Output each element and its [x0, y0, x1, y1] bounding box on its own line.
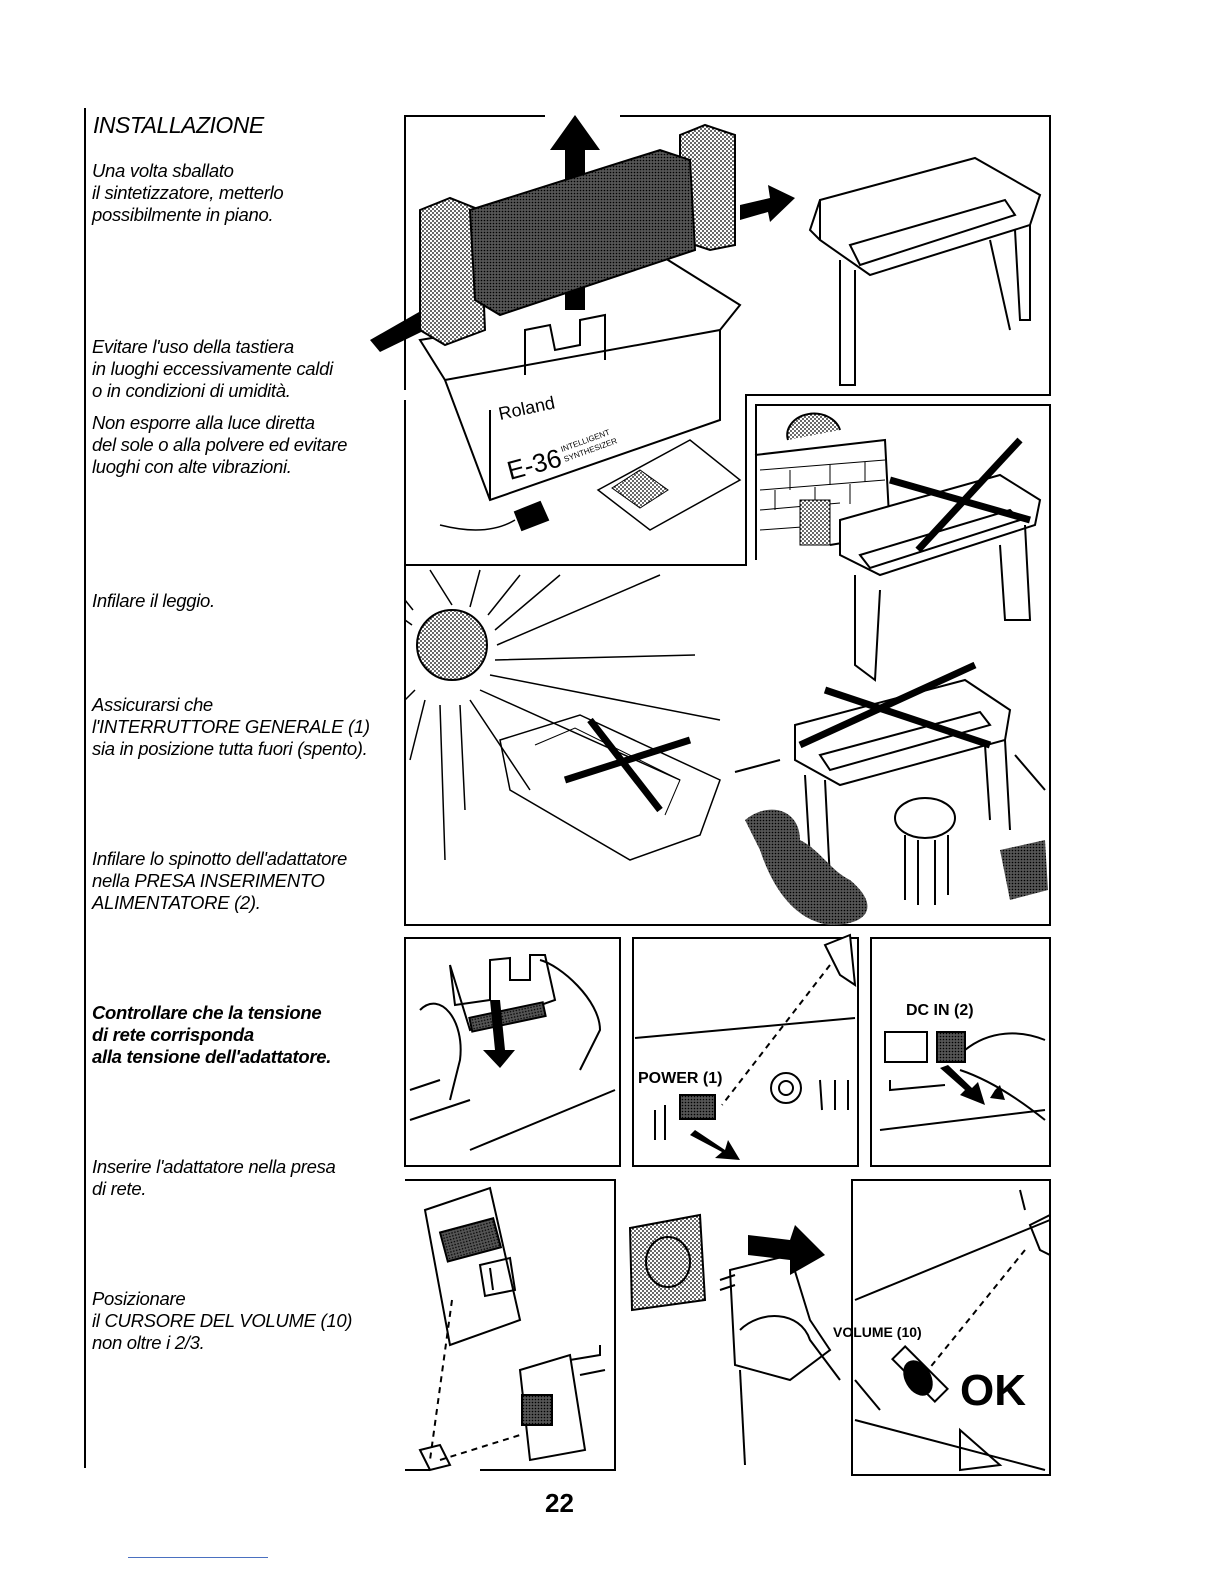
- paragraph-adapter-outlet: Inserire l'adattatore nella presa di ret…: [92, 1156, 336, 1200]
- text-line: di rete.: [92, 1178, 147, 1199]
- down-arrow-icon: [483, 1000, 515, 1068]
- eye-icon: [418, 1443, 452, 1472]
- panel-power-switch: POWER (1): [632, 933, 859, 1167]
- pull-arrow-icon: [690, 1130, 740, 1160]
- page-number: 22: [545, 1488, 574, 1518]
- text-line: Inserire l'adattatore nella presa: [92, 1156, 336, 1177]
- left-arrow-icon: [748, 1225, 825, 1275]
- left-margin-rule: [84, 108, 86, 1468]
- paragraph-dc-plug: Infilare lo spinotto dell'adattatore nel…: [92, 848, 347, 914]
- text-line: possibilmente in piano.: [92, 204, 274, 225]
- text-line: Infilare il leggio.: [92, 590, 215, 611]
- text-line: luoghi con alte vibrazioni.: [92, 456, 292, 477]
- text-line: nella PRESA INSERIMENTO: [92, 870, 325, 891]
- text-line: ALIMENTATORE (2).: [92, 892, 261, 913]
- text-line: del sole o alla polvere ed evitare: [92, 434, 348, 455]
- model-logo: E-36: [504, 443, 565, 486]
- panel-music-stand: [404, 937, 621, 1167]
- right-arrow-icon: [740, 185, 795, 222]
- text-line: Posizionare: [92, 1288, 186, 1309]
- eye-icon: [1028, 1213, 1051, 1257]
- text-line: in luoghi eccessivamente caldi: [92, 358, 333, 379]
- text-line: sia in posizione tutta fuori (spento).: [92, 738, 368, 759]
- paragraph-volume: Posizionare il CURSORE DEL VOLUME (10) n…: [92, 1288, 352, 1354]
- paragraph-sun: Non esporre alla luce diretta del sole o…: [92, 412, 347, 478]
- dc-in-label: DC IN (2): [906, 1002, 974, 1019]
- paragraph-voltage-check: Controllare che la tensione di rete corr…: [92, 1002, 331, 1068]
- volume-label: VOLUME (10): [833, 1324, 922, 1340]
- roland-logo: Roland: [497, 392, 557, 423]
- panel-sun-and-humidity: [404, 560, 1051, 926]
- panel-dc-in: DC IN (2): [870, 937, 1051, 1167]
- text-line: di rete corrisponda: [92, 1024, 254, 1045]
- panel-volume: VOLUME (10) OK: [833, 1179, 1051, 1476]
- text-line: o in condizioni di umidità.: [92, 380, 291, 401]
- panel-fireplace: [754, 404, 1051, 682]
- ok-label: OK: [960, 1366, 1026, 1415]
- text-line: alla tensione dell'adattatore.: [92, 1046, 332, 1067]
- eye-icon: [823, 933, 857, 988]
- paragraph-power-switch: Assicurarsi che l'INTERRUTTORE GENERALE …: [92, 694, 370, 760]
- power-switch-label: POWER (1): [638, 1070, 722, 1087]
- text-line: il sintetizzatore, metterlo: [92, 182, 284, 203]
- paragraph-music-stand: Infilare il leggio.: [92, 590, 215, 612]
- text-line: Infilare lo spinotto dell'adattatore: [92, 848, 347, 869]
- sun-icon: [416, 609, 488, 681]
- text-line: non oltre i 2/3.: [92, 1332, 205, 1353]
- text-line: il CURSORE DEL VOLUME (10): [92, 1310, 353, 1331]
- text-line: Non esporre alla luce diretta: [92, 412, 315, 433]
- wall-outlet-icon: [628, 1213, 707, 1312]
- text-line: Evitare l'uso della tastiera: [92, 336, 294, 357]
- panel-adapter-check: [405, 1179, 616, 1472]
- footer-rule: [128, 1557, 268, 1558]
- text-line: Assicurarsi che: [92, 694, 213, 715]
- section-title: INSTALLAZIONE: [93, 112, 264, 138]
- panel-outlet: [628, 1213, 841, 1466]
- paragraph-unpack: Una volta sballato il sintetizzatore, me…: [92, 160, 284, 226]
- paragraph-heat: Evitare l'uso della tastiera in luoghi e…: [92, 336, 333, 402]
- text-line: Una volta sballato: [92, 160, 234, 181]
- text-line: Controllare che la tensione: [92, 1002, 322, 1023]
- text-line: l'INTERRUTTORE GENERALE (1): [92, 716, 370, 737]
- insert-arrow-icon: [940, 1065, 985, 1105]
